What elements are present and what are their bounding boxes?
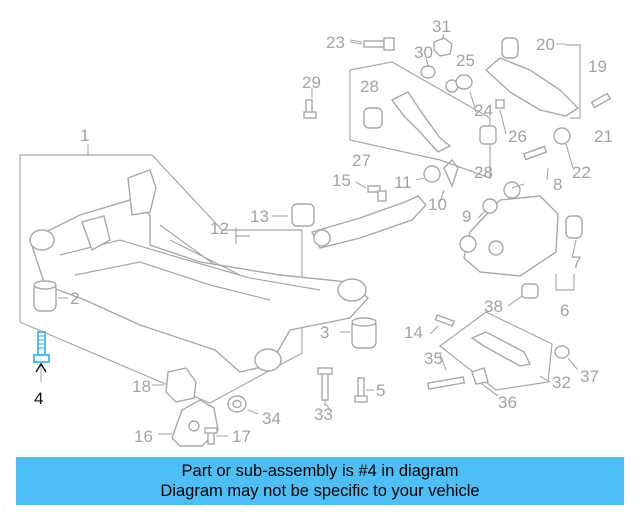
callout-17: 17 — [232, 427, 251, 446]
ring-37 — [554, 345, 570, 359]
callout-12: 12 — [210, 219, 229, 238]
rear-subframe — [29, 169, 370, 373]
bolt-8 — [522, 145, 548, 161]
bushing-28a — [363, 107, 383, 129]
bolt-21 — [590, 92, 612, 109]
callout-9: 9 — [462, 207, 471, 226]
nut-31 — [433, 37, 453, 57]
callout-16: 16 — [134, 427, 153, 446]
callout-38: 38 — [484, 297, 503, 316]
callout-13: 13 — [250, 207, 269, 226]
callout-31: 31 — [432, 17, 451, 36]
callout-10: 10 — [428, 195, 447, 214]
bolt-29 — [303, 99, 317, 119]
callout-6: 6 — [560, 301, 569, 320]
callout-28-upper: 28 — [360, 77, 379, 96]
toe-link — [470, 331, 532, 367]
bracket-16 — [171, 399, 219, 447]
bolt-35 — [426, 376, 466, 390]
bushing-22 — [553, 127, 571, 145]
knuckle — [459, 181, 559, 277]
bolt-10 — [443, 158, 459, 188]
callout-21: 21 — [594, 127, 613, 146]
callout-24: 24 — [474, 101, 493, 120]
callout-30: 30 — [414, 43, 433, 62]
upper-arm-group-frame — [349, 61, 491, 179]
callout-2: 2 — [70, 289, 79, 308]
bushing-38 — [521, 283, 539, 299]
callout-14: 14 — [404, 323, 423, 342]
callout-20: 20 — [536, 35, 555, 54]
callout-29: 29 — [302, 73, 321, 92]
bushing-28b — [479, 125, 497, 145]
bushing-13 — [291, 203, 315, 227]
lower-control-arm — [484, 57, 580, 117]
bolt-23 — [363, 37, 395, 51]
bushing-20 — [501, 37, 519, 59]
callout-18: 18 — [132, 377, 151, 396]
callout-36: 36 — [498, 393, 517, 412]
washer-36 — [471, 367, 489, 385]
info-banner: Part or sub-assembly is #4 in diagram Di… — [16, 457, 624, 505]
callout-4-highlighted: 4 — [34, 389, 43, 408]
ring-9 — [482, 198, 498, 214]
callout-5: 5 — [376, 381, 385, 400]
bolt-4-highlighted — [33, 331, 50, 363]
mount-18 — [165, 367, 197, 403]
callout-26: 26 — [508, 127, 527, 146]
callout-3: 3 — [320, 323, 329, 342]
callout-33: 33 — [314, 405, 333, 424]
lateral-arm — [310, 195, 427, 249]
banner-line-part: Part or sub-assembly is #4 in diagram — [181, 462, 459, 480]
bushing-11 — [423, 165, 441, 183]
bushing-34 — [227, 395, 247, 413]
bushing-2 — [33, 280, 57, 312]
callout-11: 11 — [394, 173, 412, 192]
bushing-3 — [351, 317, 377, 349]
callout-23: 23 — [326, 33, 345, 52]
callout-27: 27 — [352, 151, 371, 170]
callout-34: 34 — [262, 409, 281, 428]
upper-control-arm — [390, 91, 452, 153]
group-12-bracket — [235, 228, 250, 244]
ring-30 — [420, 65, 436, 79]
callout-15: 15 — [332, 171, 351, 190]
bolt-14 — [434, 314, 456, 327]
callout-32: 32 — [552, 373, 571, 392]
bushing-24 — [455, 74, 473, 90]
lower-arm-group-bracket — [566, 44, 581, 119]
bolt-26 — [495, 99, 505, 109]
bolt-15 — [367, 185, 387, 202]
callout-1: 1 — [80, 126, 89, 145]
bushing-7 — [565, 215, 583, 239]
callout-25: 25 — [456, 51, 475, 70]
callout-19: 19 — [588, 57, 607, 76]
bolt-5 — [354, 377, 368, 403]
bolt-33 — [317, 367, 333, 401]
banner-line-disclaimer: Diagram may not be specific to your vehi… — [160, 482, 480, 500]
bolt-17 — [204, 427, 218, 445]
callout-22: 22 — [572, 163, 591, 182]
callout-37: 37 — [580, 367, 599, 386]
callout-35: 35 — [424, 349, 443, 368]
hub-group-bracket — [555, 274, 575, 291]
callout-28-lower: 28 — [474, 163, 493, 182]
callout-8: 8 — [553, 175, 562, 194]
callout-7: 7 — [572, 253, 581, 272]
